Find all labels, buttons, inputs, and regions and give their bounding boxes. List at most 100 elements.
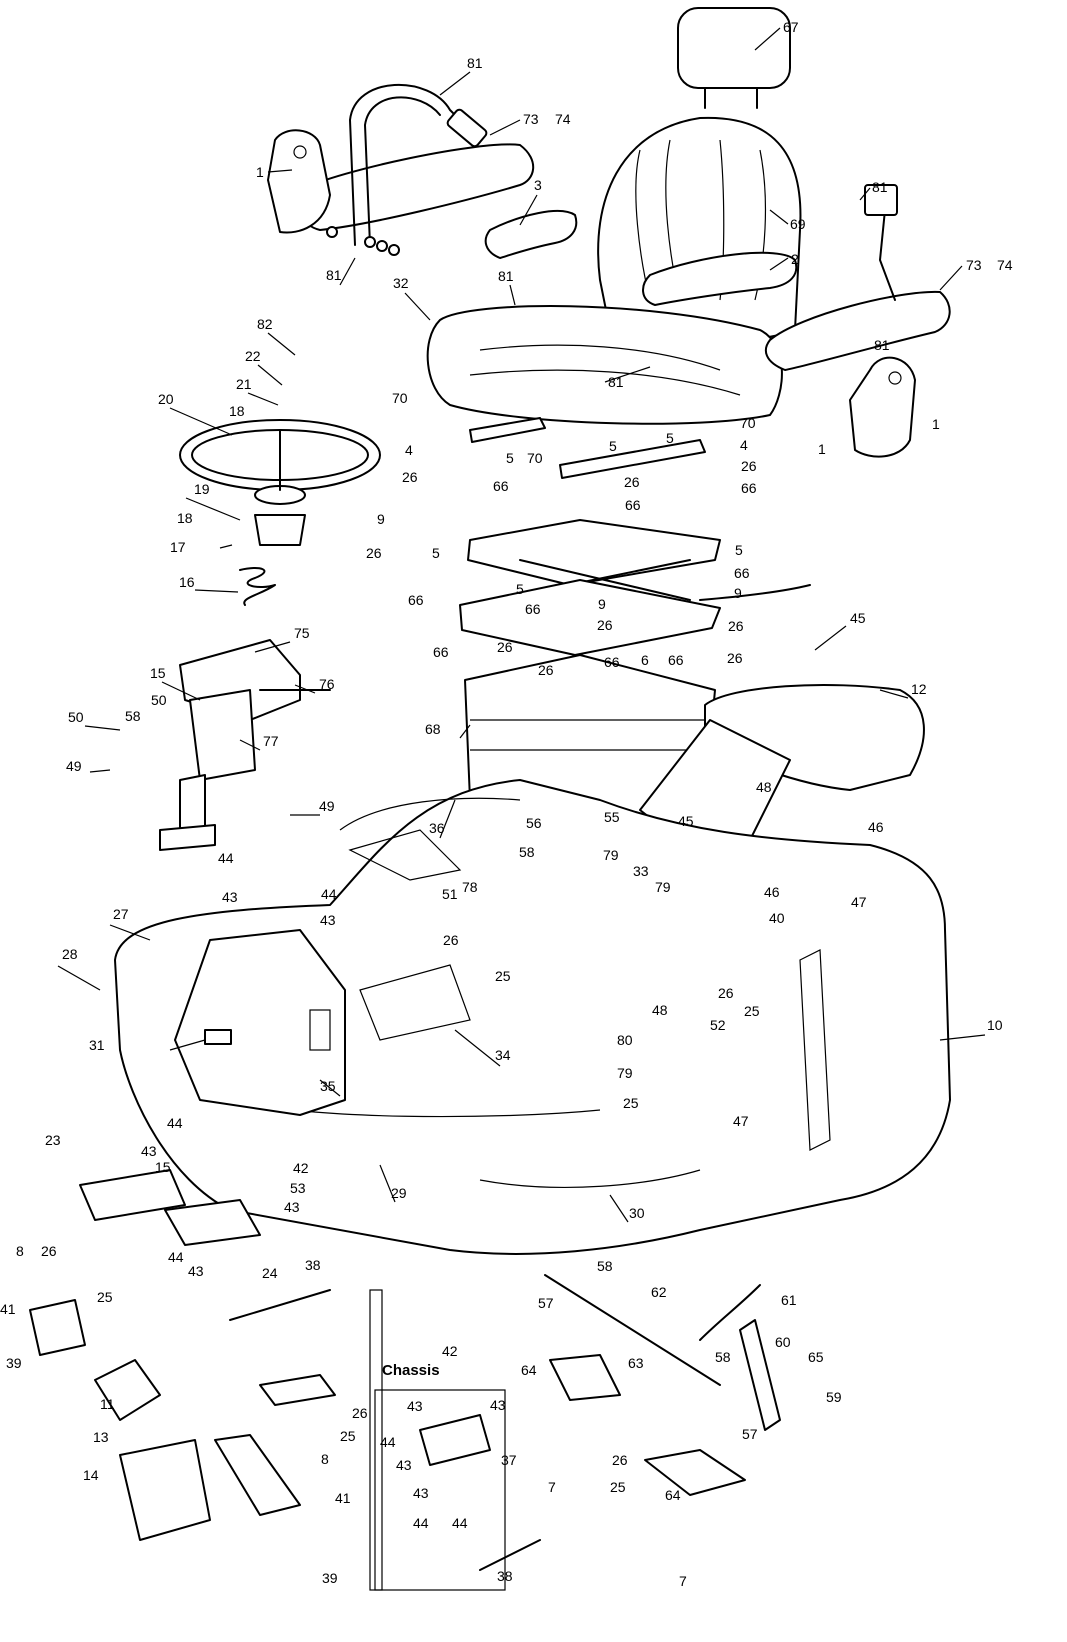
- callout-18b: 18: [177, 510, 193, 526]
- leader-line: [239, 739, 261, 751]
- rear-linkage: [369, 1274, 781, 1591]
- callout-81f: 81: [608, 374, 624, 390]
- callout-61: 61: [781, 1292, 797, 1308]
- callout-35: 35: [320, 1078, 336, 1094]
- callout-25f: 25: [610, 1479, 626, 1495]
- seat-rails: [469, 417, 706, 479]
- chassis-label: Chassis: [382, 1362, 440, 1379]
- callout-53: 53: [290, 1180, 306, 1196]
- callout-66f: 66: [525, 601, 541, 617]
- chassis-bracket: [374, 1389, 541, 1591]
- callout-18a: 18: [229, 403, 245, 419]
- armrest-left: [484, 209, 578, 259]
- callout-77: 77: [263, 733, 279, 749]
- callout-49a: 49: [66, 758, 82, 774]
- headrest: [677, 7, 791, 109]
- callout-66a: 66: [493, 478, 509, 494]
- callout-12: 12: [911, 681, 927, 697]
- callout-22: 22: [245, 348, 261, 364]
- callout-41b: 41: [335, 1490, 351, 1506]
- callout-45b: 45: [678, 813, 694, 829]
- callout-9a: 9: [377, 511, 385, 527]
- callout-32: 32: [393, 275, 409, 291]
- leader-line: [247, 392, 279, 406]
- callout-81c: 81: [326, 267, 342, 283]
- callout-26i: 26: [538, 662, 554, 678]
- callout-64a: 64: [521, 1362, 537, 1378]
- callout-26h: 26: [727, 650, 743, 666]
- leader-line: [439, 799, 456, 839]
- leader-line: [194, 589, 239, 593]
- callout-66h: 66: [668, 652, 684, 668]
- leader-line: [89, 769, 111, 773]
- leader-line: [339, 257, 356, 286]
- callout-46a: 46: [868, 819, 884, 835]
- callout-48b: 48: [652, 1002, 668, 1018]
- callout-75: 75: [294, 625, 310, 641]
- callout-66c: 66: [625, 497, 641, 513]
- leader-line: [489, 119, 521, 136]
- leader-line: [219, 544, 233, 549]
- callout-43c: 43: [141, 1143, 157, 1159]
- leader-line: [109, 924, 151, 941]
- callout-44g: 44: [452, 1515, 468, 1531]
- callout-5f: 5: [516, 581, 524, 597]
- callout-44c: 44: [167, 1115, 183, 1131]
- callout-17: 17: [170, 539, 186, 555]
- callout-57b: 57: [742, 1426, 758, 1442]
- callout-48a: 48: [756, 779, 772, 795]
- callout-43d: 43: [284, 1199, 300, 1215]
- leader-line: [404, 292, 431, 321]
- callout-26j: 26: [443, 932, 459, 948]
- callout-47b: 47: [733, 1113, 749, 1129]
- callout-73b: 73: [966, 257, 982, 273]
- callout-66b: 66: [741, 480, 757, 496]
- callout-50a: 50: [151, 692, 167, 708]
- callout-44d: 44: [168, 1249, 184, 1265]
- callout-39a: 39: [6, 1355, 22, 1371]
- callout-45a: 45: [850, 610, 866, 626]
- body-shell: [114, 779, 951, 1255]
- callout-42b: 42: [442, 1343, 458, 1359]
- callout-16: 16: [179, 574, 195, 590]
- callout-43a: 43: [222, 889, 238, 905]
- callout-70c: 70: [527, 450, 543, 466]
- callout-33: 33: [633, 863, 649, 879]
- leader-line: [57, 965, 101, 991]
- callout-25d: 25: [97, 1289, 113, 1305]
- leader-line: [254, 641, 291, 653]
- callout-26d: 26: [366, 545, 382, 561]
- leader-line: [754, 27, 781, 51]
- callout-64b: 64: [665, 1487, 681, 1503]
- leader-line: [509, 284, 516, 306]
- leader-line: [257, 364, 283, 386]
- callout-2: 2: [791, 251, 799, 267]
- steering-column: [159, 639, 331, 851]
- callout-51: 51: [442, 886, 458, 902]
- callout-25c: 25: [623, 1095, 639, 1111]
- callout-43h: 43: [396, 1457, 412, 1473]
- callout-36: 36: [429, 820, 445, 836]
- callout-26n: 26: [612, 1452, 628, 1468]
- callout-5e: 5: [735, 542, 743, 558]
- callout-66g: 66: [433, 644, 449, 660]
- callout-23: 23: [45, 1132, 61, 1148]
- callout-4b: 4: [740, 437, 748, 453]
- leader-line: [604, 366, 651, 383]
- seat-backrest: [597, 116, 802, 343]
- callout-15a: 15: [150, 665, 166, 681]
- callout-69: 69: [790, 216, 806, 232]
- callout-numbers: 67 81 73 74 1 3 69 81 2 73 74 81 81 32 8…: [0, 19, 1013, 1589]
- callout-40: 40: [769, 910, 785, 926]
- leader-line: [939, 265, 963, 291]
- callout-44a: 44: [218, 850, 234, 866]
- callout-7a: 7: [548, 1479, 556, 1495]
- callout-26e: 26: [597, 617, 613, 633]
- callout-78: 78: [462, 879, 478, 895]
- callout-26m: 26: [352, 1405, 368, 1421]
- callout-79a: 79: [603, 847, 619, 863]
- callout-58c: 58: [597, 1258, 613, 1274]
- callout-5d: 5: [432, 545, 440, 561]
- callout-25a: 25: [495, 968, 511, 984]
- callout-4a: 4: [405, 442, 413, 458]
